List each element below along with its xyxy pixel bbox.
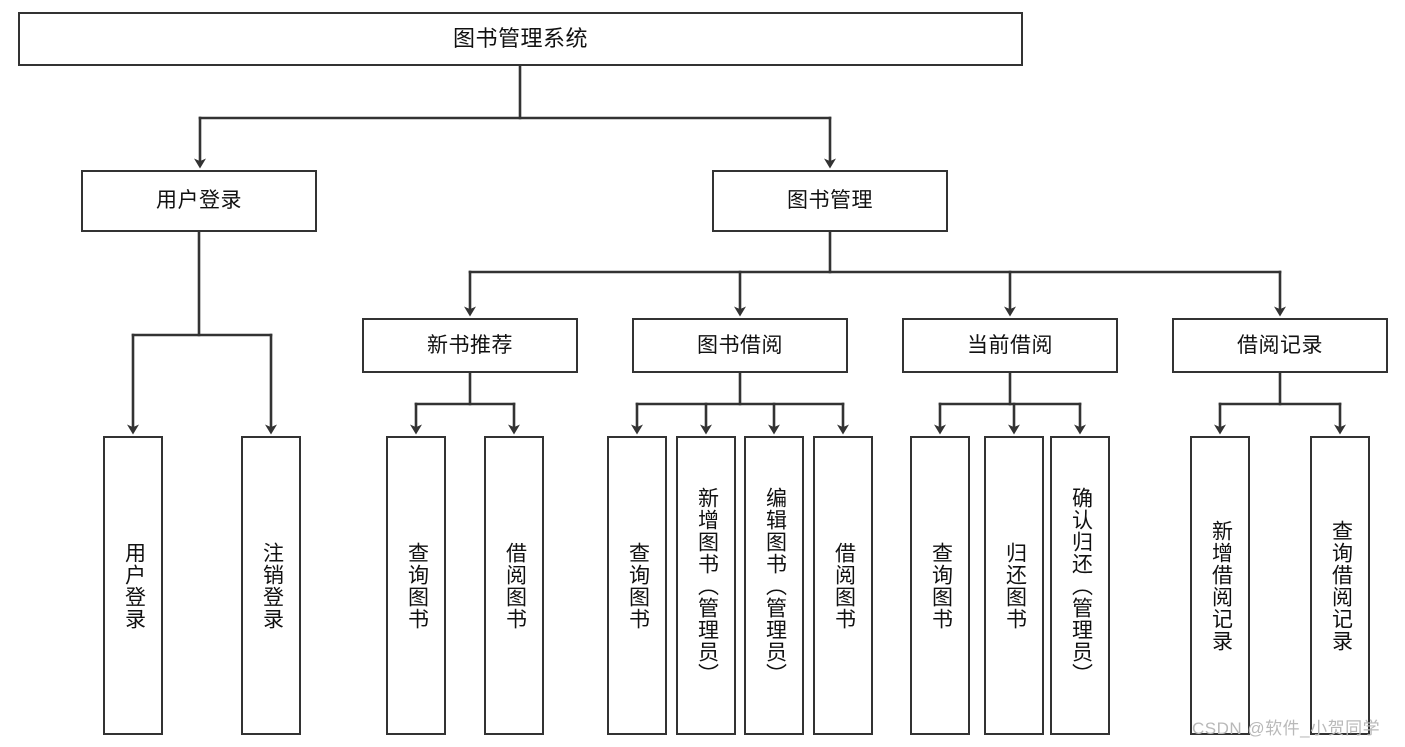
node-leaf-user-login-label: 用户登录 — [122, 541, 146, 630]
node-leaf-confirm-return[interactable]: 确认归还（管理员） — [1050, 436, 1110, 735]
node-root-label: 图书管理系统 — [452, 25, 588, 51]
node-leaf-edit-book[interactable]: 编辑图书（管理员） — [744, 436, 804, 735]
node-leaf-add-borrow-record[interactable]: 新增借阅记录 — [1190, 436, 1250, 735]
node-root[interactable]: 图书管理系统 — [18, 12, 1023, 66]
node-leaf-query-book-2-label: 查询图书 — [626, 541, 650, 630]
node-leaf-query-book-1-label: 查询图书 — [405, 541, 429, 630]
node-borrow-record-label: 借阅记录 — [1237, 333, 1323, 357]
node-leaf-query-borrow-record[interactable]: 查询借阅记录 — [1310, 436, 1370, 735]
node-leaf-return-book-label: 归还图书 — [1003, 541, 1027, 630]
node-current-borrow[interactable]: 当前借阅 — [902, 318, 1118, 373]
node-leaf-add-borrow-record-label: 新增借阅记录 — [1209, 519, 1233, 652]
node-user-login[interactable]: 用户登录 — [81, 170, 317, 232]
node-leaf-user-login[interactable]: 用户登录 — [103, 436, 163, 735]
node-leaf-borrow-book-1-label: 借阅图书 — [503, 541, 527, 630]
node-leaf-user-logout-label: 注销登录 — [260, 541, 284, 630]
csdn-watermark: CSDN @软件_小贺同学 — [1192, 719, 1381, 738]
node-leaf-add-book-label: 新增图书（管理员） — [695, 486, 719, 685]
node-leaf-add-book[interactable]: 新增图书（管理员） — [676, 436, 736, 735]
node-borrow-record[interactable]: 借阅记录 — [1172, 318, 1388, 373]
node-leaf-query-book-1[interactable]: 查询图书 — [386, 436, 446, 735]
node-leaf-edit-book-label: 编辑图书（管理员） — [763, 486, 787, 685]
node-leaf-borrow-book-2-label: 借阅图书 — [832, 541, 856, 630]
node-leaf-query-book-3-label: 查询图书 — [929, 541, 953, 630]
node-user-login-label: 用户登录 — [156, 189, 242, 213]
node-book-manage[interactable]: 图书管理 — [712, 170, 948, 232]
node-new-book-recommend-label: 新书推荐 — [427, 333, 513, 357]
node-new-book-recommend[interactable]: 新书推荐 — [362, 318, 578, 373]
node-current-borrow-label: 当前借阅 — [967, 333, 1053, 357]
node-leaf-query-book-2[interactable]: 查询图书 — [607, 436, 667, 735]
node-leaf-query-borrow-record-label: 查询借阅记录 — [1329, 519, 1353, 652]
node-leaf-query-book-3[interactable]: 查询图书 — [910, 436, 970, 735]
node-leaf-borrow-book-1[interactable]: 借阅图书 — [484, 436, 544, 735]
node-leaf-user-logout[interactable]: 注销登录 — [241, 436, 301, 735]
node-book-borrow-label: 图书借阅 — [697, 333, 783, 357]
node-leaf-borrow-book-2[interactable]: 借阅图书 — [813, 436, 873, 735]
node-book-borrow[interactable]: 图书借阅 — [632, 318, 848, 373]
node-book-manage-label: 图书管理 — [787, 189, 873, 213]
node-leaf-confirm-return-label: 确认归还（管理员） — [1069, 486, 1093, 685]
node-leaf-return-book[interactable]: 归还图书 — [984, 436, 1044, 735]
